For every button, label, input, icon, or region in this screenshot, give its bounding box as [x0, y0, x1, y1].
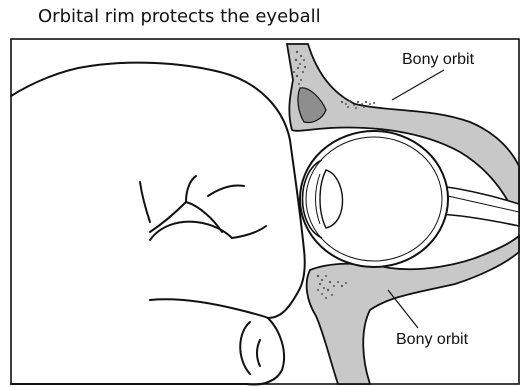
label-bony-orbit-lower: Bony orbit: [396, 331, 468, 349]
upper-label-leader: [392, 70, 444, 100]
label-bony-orbit-upper: Bony orbit: [402, 51, 474, 69]
fist: [11, 63, 305, 385]
